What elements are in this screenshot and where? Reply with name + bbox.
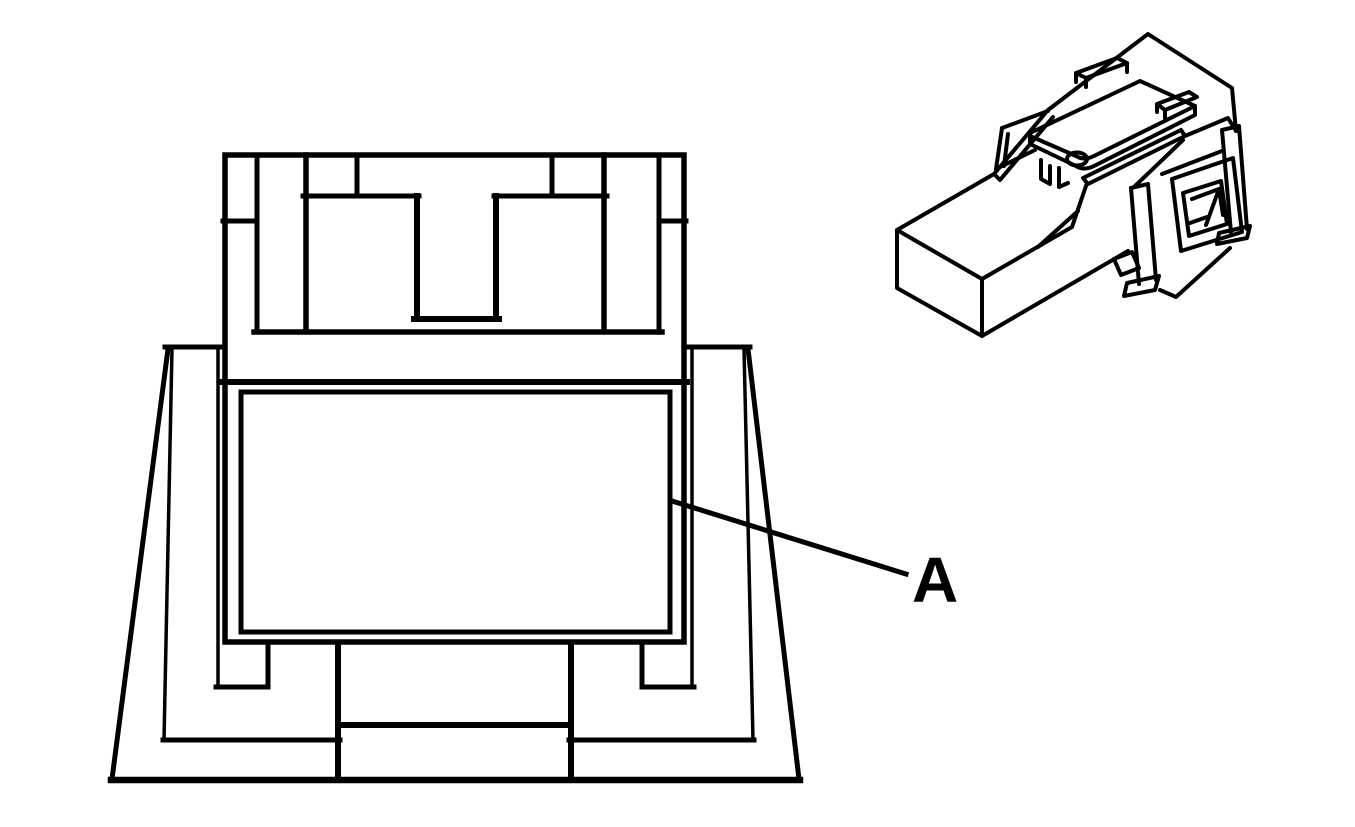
connector-lead-box-top-edges xyxy=(895,172,1074,281)
connector-bottom-right-edge xyxy=(1158,246,1232,299)
connector-top-hook-rear xyxy=(1074,56,1129,89)
connector-top-hook-front xyxy=(1155,90,1199,120)
base-outer-slant-left xyxy=(109,346,171,782)
holder-head xyxy=(219,152,690,645)
head-top-cells xyxy=(300,152,610,199)
connector-cavity-edges xyxy=(994,109,1050,171)
head-outline xyxy=(222,152,687,645)
head-inner-box xyxy=(251,152,665,335)
connector-latch-post-foot xyxy=(1065,150,1089,168)
connector-latch-post xyxy=(1039,158,1070,189)
base-foot-left xyxy=(213,640,271,690)
base-foot-right xyxy=(639,640,697,690)
connector-side-window-outer xyxy=(1170,156,1244,253)
connector-lead-box xyxy=(895,228,984,338)
connector-side-window-lock-detail xyxy=(1188,187,1225,227)
connector-isometric-view xyxy=(895,32,1252,338)
base-center-box xyxy=(335,640,574,783)
base-inner-line-left xyxy=(162,347,174,742)
holder-base xyxy=(107,344,804,784)
head-corner-cell-left xyxy=(220,152,260,335)
base-inner-line-right xyxy=(742,347,755,742)
callout-a: A xyxy=(668,497,958,616)
connector-bottom-edge xyxy=(980,249,1130,338)
callout-label-a: A xyxy=(912,544,958,616)
connector-rib-front-foot xyxy=(1122,274,1161,298)
connector-rib-front xyxy=(1129,182,1158,286)
head-t-slot xyxy=(411,193,502,322)
head-corner-cell-right xyxy=(656,152,689,335)
connector-latch-plate xyxy=(1028,79,1197,161)
fuse-holder-front-view xyxy=(107,152,804,784)
connector-neck-front-edges xyxy=(1036,181,1089,249)
base-outer-slant-right xyxy=(745,346,802,782)
connector-side-window-inner xyxy=(1181,179,1229,238)
callout-leader-line xyxy=(668,497,910,578)
connector-side-plate-edge xyxy=(1160,149,1224,176)
relay-window xyxy=(238,389,673,635)
connector-rib-rear xyxy=(1220,124,1249,235)
connector-top-slot xyxy=(1081,128,1187,186)
